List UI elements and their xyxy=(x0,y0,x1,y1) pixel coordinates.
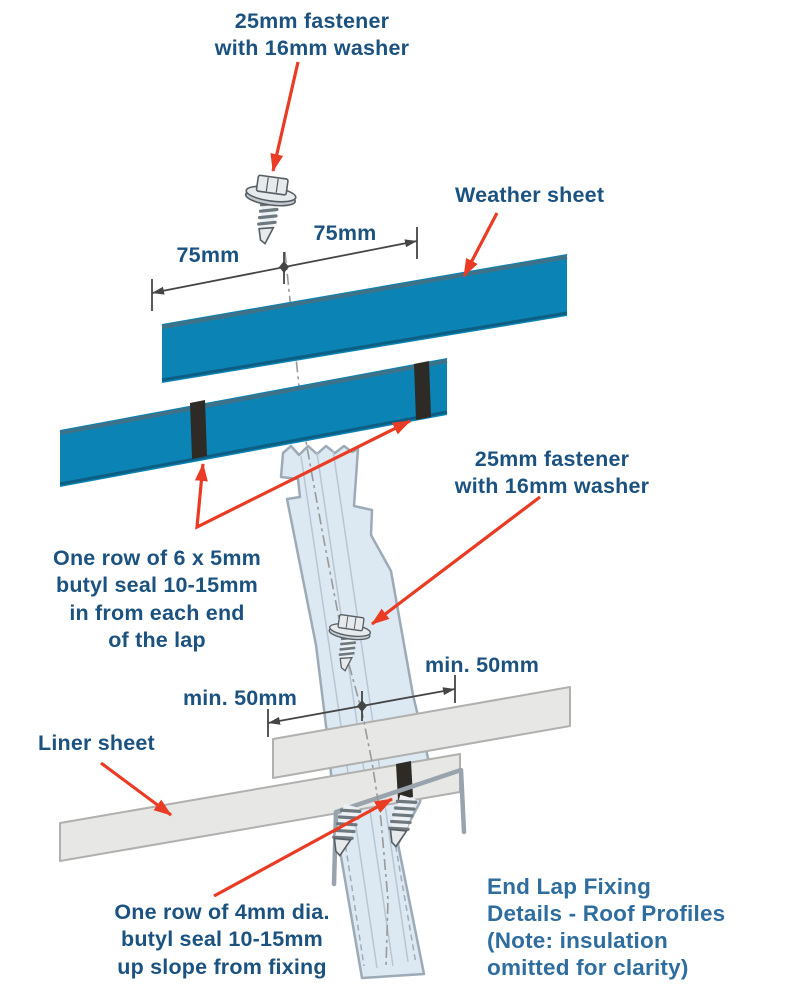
butyl-seal-mark-left xyxy=(190,400,207,459)
label-fastener-mid: 25mm fastener with 16mm washer xyxy=(454,447,650,499)
label-liner-sheet: Liner sheet xyxy=(38,731,155,755)
title-block: End Lap Fixing Details - Roof Profiles (… xyxy=(487,874,726,980)
fastener-top xyxy=(244,174,297,245)
dim-75mm-left-label: 75mm xyxy=(176,243,240,267)
dim-75mm-right-label: 75mm xyxy=(313,221,377,245)
leader-arrow-top-fastener xyxy=(270,61,300,172)
label-butyl-seal-4mm: One row of 4mm dia. butyl seal 10-15mm u… xyxy=(114,900,330,979)
label-fastener-top: 25mm fastener with 16mm washer xyxy=(214,9,410,61)
butyl-seal-mark-liner xyxy=(396,761,413,800)
dimension-min50mm xyxy=(267,675,456,737)
leader-arrow-butyl-6mm xyxy=(194,419,411,530)
dimension-75mm xyxy=(151,227,418,311)
leader-arrow-liner-sheet xyxy=(100,761,172,817)
fastener-middle xyxy=(328,614,371,672)
weather-sheet-lower xyxy=(59,358,448,487)
leader-arrow-weather-sheet xyxy=(462,212,499,277)
dim-min50-right-label: min. 50mm xyxy=(424,653,540,677)
leader-arrow-mid-fastener xyxy=(371,495,541,626)
liner-sheet-upper xyxy=(272,686,571,779)
label-weather-sheet: Weather sheet xyxy=(455,183,605,207)
dim-min50-left-label: min. 50mm xyxy=(182,686,298,710)
weather-sheet-upper xyxy=(161,254,568,383)
leader-arrow-butyl-4mm xyxy=(213,797,393,898)
leader-arrows xyxy=(100,61,541,898)
screw-right xyxy=(388,794,418,848)
butyl-seal-mark-right xyxy=(414,361,431,420)
label-butyl-seal-6mm: One row of 6 x 5mm butyl seal 10-15mm in… xyxy=(53,546,261,652)
